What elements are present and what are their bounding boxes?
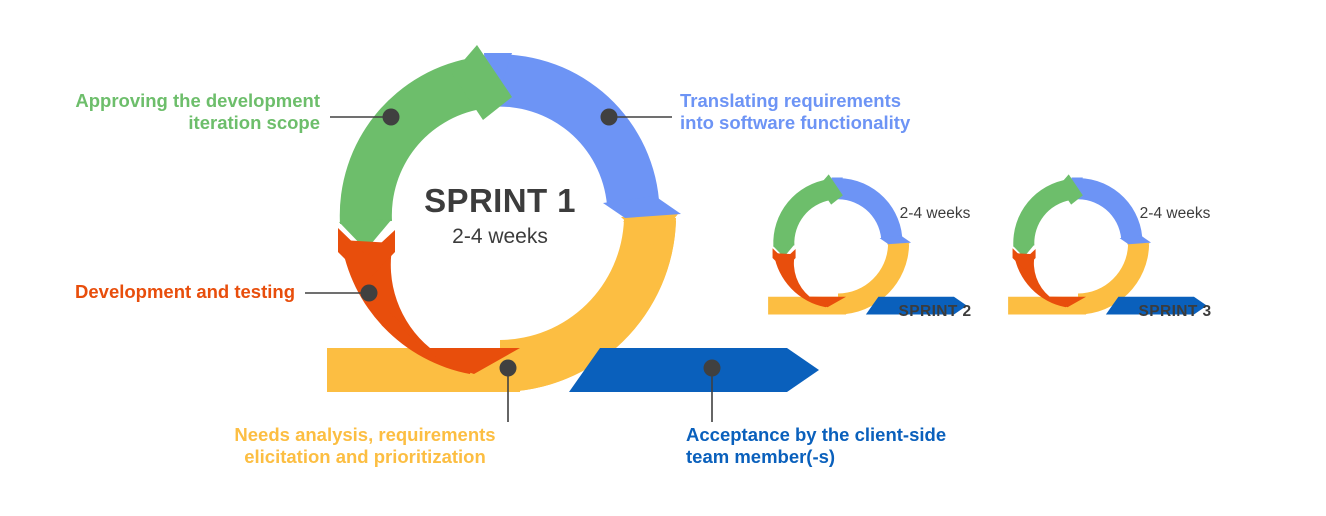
- label-approving-scope: Approving the development iteration scop…: [10, 90, 320, 134]
- sprint3-green-arrowhead: [1058, 174, 1083, 205]
- sprint3-acceptance-arrow: [1105, 296, 1207, 315]
- label-needs-analysis: Needs analysis, requirements elicitation…: [205, 424, 525, 468]
- sprint-3-duration: 2-4 weeks: [1139, 205, 1211, 222]
- sprint2-amber-band: [838, 244, 910, 315]
- sprint-2-duration: 2-4 weeks: [899, 205, 971, 222]
- sprint3-amber-band: [1078, 244, 1150, 315]
- label-acceptance-client-side-line1: Acceptance by the client-side: [686, 424, 947, 445]
- sprint3-blue-arrowhead: [1119, 235, 1152, 245]
- label-needs-analysis-line1: Needs analysis, requirements: [234, 424, 496, 445]
- sprint1-blue-arrowhead: [603, 196, 681, 218]
- sprint3-amber-arrowhead: [1126, 242, 1150, 256]
- sprint-1-group: [305, 45, 819, 422]
- marker-dot-needs: [499, 359, 517, 377]
- sprint1-orange-foot: [388, 310, 520, 374]
- sprint3-green-band: [1013, 179, 1071, 247]
- sprint-1-title: SPRINT 1: [424, 182, 576, 219]
- sprint3-orange-foot: [1032, 281, 1087, 308]
- sprint1-orange-arrowhead: [338, 228, 395, 281]
- sprint2-orange-foot: [792, 281, 847, 308]
- label-acceptance-client-side-line2: team member(-s): [686, 446, 836, 468]
- sprint2-blue-arrowhead: [879, 235, 912, 245]
- label-translating-requirements-line2: into software functionality: [680, 112, 911, 134]
- label-development-and-testing-line1: Development and testing: [75, 281, 295, 302]
- sprint2-blue-band: [832, 178, 903, 239]
- sprint3-blue-band: [1072, 178, 1143, 239]
- sprint1-blue-band: [486, 54, 659, 205]
- sprint3-orange-band: [1013, 253, 1070, 308]
- sprint1-acceptance-arrow: [569, 348, 819, 392]
- sprint-3-group: [1008, 174, 1207, 315]
- marker-dot-approve: [382, 108, 400, 126]
- sprint2-green-tailnotch: [772, 244, 795, 258]
- label-translating-requirements-line1: Translating requirements: [680, 90, 902, 111]
- sprint2-acceptance-arrow: [865, 296, 967, 315]
- sprint1-amber-band: [500, 218, 676, 392]
- sprint1-green-arrowhead: [452, 45, 512, 120]
- sprint-3-title: SPRINT 3: [1138, 303, 1212, 320]
- label-acceptance-client-side: Acceptance by the client-side team membe…: [686, 424, 996, 468]
- sprint2-orange-arrowhead: [772, 248, 796, 270]
- label-needs-analysis-line2: elicitation and prioritization: [244, 446, 486, 468]
- sprint2-amber-arrowhead: [886, 242, 910, 256]
- sprint1-green-band: [339, 57, 481, 224]
- marker-dot-acceptance: [703, 359, 721, 377]
- sprint2-orange-band: [773, 253, 830, 308]
- label-development-and-testing: Development and testing: [10, 281, 295, 303]
- label-approving-scope-line2: iteration scope: [188, 112, 320, 134]
- sprint3-green-tailnotch: [1012, 244, 1035, 258]
- sprint1-green-tailnotch: [339, 219, 392, 250]
- sprint2-green-arrowhead: [818, 174, 843, 205]
- label-translating-requirements: Translating requirements into software f…: [680, 90, 980, 134]
- sprint2-green-band: [773, 179, 831, 247]
- label-approving-scope-line1: Approving the development: [75, 90, 320, 111]
- sprint-2-group: [768, 174, 967, 315]
- sprint1-amber-arrowhead: [621, 214, 678, 246]
- sprint1-orange-band: [341, 240, 478, 374]
- marker-dot-translate: [600, 108, 618, 126]
- marker-dot-development: [360, 284, 378, 302]
- sprint3-orange-arrowhead: [1012, 248, 1036, 270]
- sprint-1-duration: 2-4 weeks: [452, 225, 548, 248]
- sprint-2-title: SPRINT 2: [898, 303, 972, 320]
